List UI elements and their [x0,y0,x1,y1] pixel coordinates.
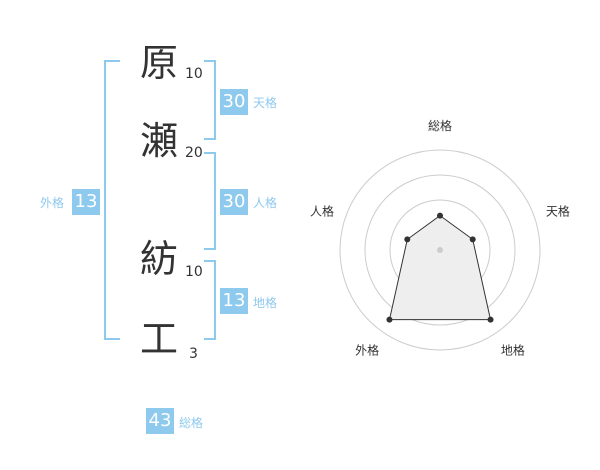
gaikaku-bracket [104,60,120,340]
jinkaku-value: 30 [220,189,248,215]
tenkaku-bracket [204,60,216,140]
radar-ring-4 [339,149,541,351]
jinkaku-label: 人格 [253,196,278,210]
radar-point-2 [487,316,494,323]
radar-center-dot [437,247,443,253]
chikaku-value: 13 [220,288,248,314]
stroke-count-3: 10 [185,264,203,280]
radar-axis-label-3: 外格 [355,342,379,357]
name-char-3: 紡 [139,237,178,281]
stroke-count-2: 20 [185,145,203,161]
radar-axis-label-1: 天格 [546,204,570,219]
tenkaku-label: 天格 [253,96,278,110]
name-char-4: 工 [139,317,178,361]
radar-ring-2 [389,199,491,301]
chikaku-bracket [204,260,216,340]
radar-ring-1 [414,224,466,276]
tenkaku-value: 30 [220,89,248,115]
radar-ring-3 [364,174,516,326]
radar-point-4 [404,236,411,243]
name-char-1: 原 [139,41,178,85]
radar-polygon [388,214,492,321]
gaikaku-label: 外格 [40,196,65,210]
name-char-2: 瀬 [139,119,178,163]
jinkaku-bracket [204,152,216,250]
radar-axis-label-4: 人格 [310,204,334,219]
radar-rings [339,149,541,351]
radar-points [386,212,494,323]
radar-axis-label-0: 総格 [428,118,452,133]
radar-point-0 [437,212,443,219]
radar-point-1 [469,236,476,243]
gaikaku-value: 13 [72,189,100,215]
stroke-count-1: 10 [185,66,203,82]
radar-point-3 [386,316,393,323]
stroke-count-4: 3 [189,346,198,362]
chikaku-label: 地格 [253,296,278,310]
soukaku-value: 43 [146,408,174,434]
radar-axis-label-2: 地格 [501,342,525,357]
soukaku-label: 総格 [179,416,204,430]
